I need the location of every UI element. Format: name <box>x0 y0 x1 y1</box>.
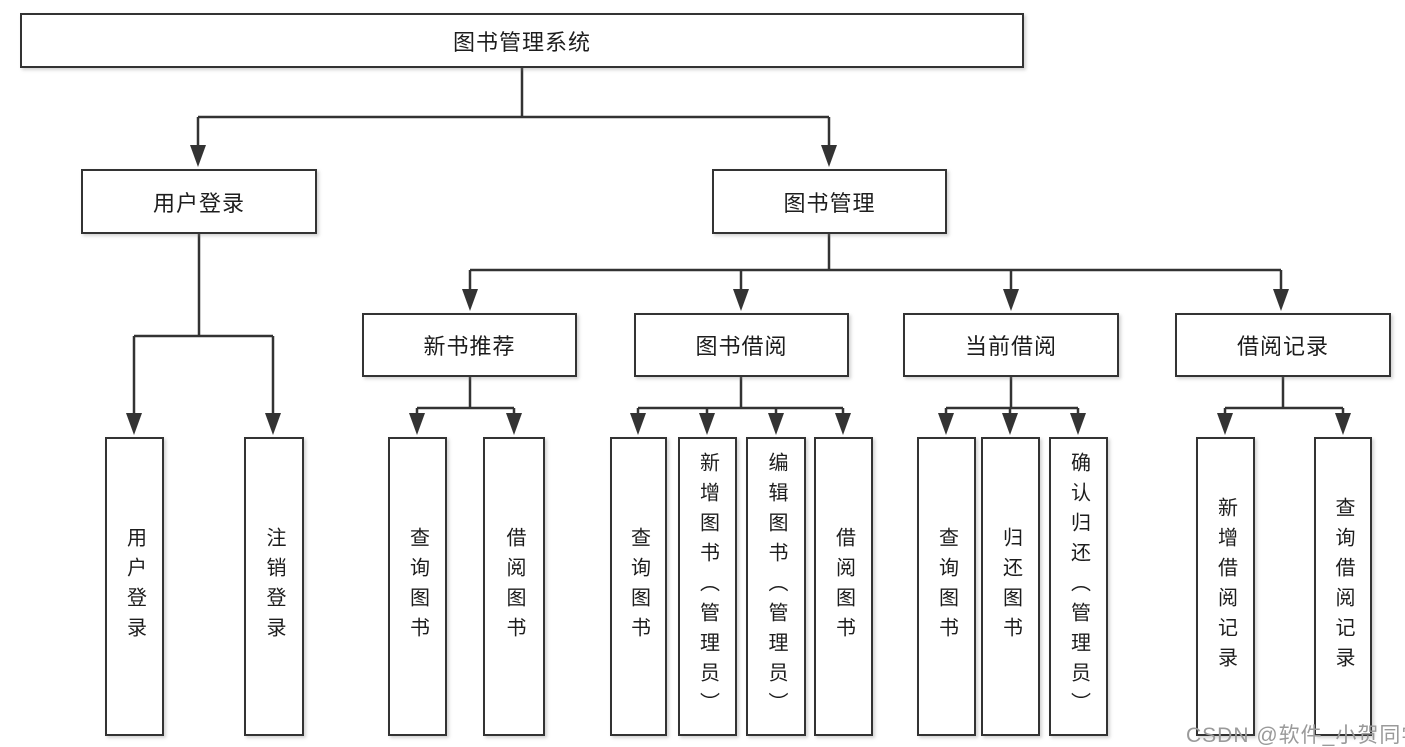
leaf-borrow-books-newbooks: 借阅图书 <box>483 437 545 736</box>
node-current-borrowing: 当前借阅 <box>903 313 1119 377</box>
connector-new-books-children <box>415 377 516 415</box>
node-book-borrowing-label: 图书借阅 <box>695 334 788 359</box>
node-current-borrowing-label: 当前借阅 <box>964 334 1057 359</box>
leaf-query-books-newbooks-label: 查询图书 <box>406 526 429 647</box>
leaf-add-book-admin-label: 新增图书（管理员） <box>696 451 719 722</box>
leaf-return-book-label: 归还图书 <box>999 526 1022 647</box>
leaf-borrow-books-borrowing: 借阅图书 <box>814 437 873 736</box>
leaf-borrow-books-borrowing-label: 借阅图书 <box>832 526 855 647</box>
leaf-add-borrow-record: 新增借阅记录 <box>1196 437 1255 736</box>
leaf-user-login: 用户登录 <box>105 437 164 736</box>
arrowheads-user-login <box>126 413 281 435</box>
arrowhead <box>409 413 425 435</box>
node-book-management-label: 图书管理 <box>783 190 876 216</box>
leaf-return-book: 归还图书 <box>981 437 1040 736</box>
node-root: 图书管理系统 <box>20 13 1024 68</box>
leaf-logout-label: 注销登录 <box>263 526 285 647</box>
connector-book-management-to-level3 <box>468 233 1283 291</box>
node-book-borrowing: 图书借阅 <box>634 313 849 377</box>
node-borrowing-records: 借阅记录 <box>1175 313 1391 377</box>
arrowheads-book-borrowing <box>630 413 851 435</box>
connector-current-borrowing-children <box>944 377 1080 415</box>
node-borrowing-records-label: 借阅记录 <box>1236 334 1329 359</box>
leaf-edit-book-admin: 编辑图书（管理员） <box>746 437 806 736</box>
arrowheads-current-borrowing <box>938 413 1086 435</box>
arrowhead <box>768 413 784 435</box>
connector-root-to-level2 <box>196 68 831 147</box>
arrowhead <box>630 413 646 435</box>
arrowhead <box>462 289 478 311</box>
leaf-query-books-newbooks: 查询图书 <box>388 437 447 736</box>
arrowhead <box>506 413 522 435</box>
arrowhead <box>733 289 749 311</box>
leaf-confirm-return-admin-label: 确认归还（管理员） <box>1067 451 1090 722</box>
node-root-label: 图书管理系统 <box>452 29 591 55</box>
arrowhead <box>1335 413 1351 435</box>
node-new-book-recommend: 新书推荐 <box>362 313 577 377</box>
leaf-logout: 注销登录 <box>244 437 304 736</box>
connector-book-borrowing-children <box>636 377 845 415</box>
arrowhead <box>126 413 142 435</box>
leaf-query-borrow-record: 查询借阅记录 <box>1314 437 1372 736</box>
arrowhead <box>1002 413 1018 435</box>
leaf-user-login-label: 用户登录 <box>123 526 146 647</box>
arrowheads-level3 <box>462 289 1289 311</box>
node-book-management: 图书管理 <box>712 169 947 234</box>
arrowhead <box>1217 413 1233 435</box>
arrowheads-borrowing-records <box>1217 413 1351 435</box>
arrowhead <box>821 145 837 167</box>
connector-borrowing-records-children <box>1223 377 1345 415</box>
arrowhead <box>1003 289 1019 311</box>
arrowheads-level2 <box>190 145 837 167</box>
arrowhead <box>190 145 206 167</box>
leaf-query-books-current-label: 查询图书 <box>935 526 958 647</box>
node-user-login-label: 用户登录 <box>152 190 245 216</box>
leaf-query-books-borrowing-label: 查询图书 <box>627 526 650 647</box>
arrowhead <box>1070 413 1086 435</box>
node-user-login: 用户登录 <box>81 169 317 234</box>
leaf-borrow-books-newbooks-label: 借阅图书 <box>503 526 525 647</box>
leaf-add-borrow-record-label: 新增借阅记录 <box>1214 496 1237 677</box>
arrowheads-new-books <box>409 413 522 435</box>
node-new-book-recommend-label: 新书推荐 <box>423 334 516 359</box>
leaf-query-books-current: 查询图书 <box>917 437 976 736</box>
arrowhead <box>835 413 851 435</box>
arrowhead <box>265 413 281 435</box>
csdn-watermark: CSDN @软件_小贺同学 <box>1186 724 1405 747</box>
arrowhead <box>938 413 954 435</box>
leaf-query-books-borrowing: 查询图书 <box>610 437 667 736</box>
leaf-add-book-admin: 新增图书（管理员） <box>678 437 737 736</box>
leaf-confirm-return-admin: 确认归还（管理员） <box>1049 437 1108 736</box>
arrowhead <box>1273 289 1289 311</box>
arrowhead <box>699 413 715 435</box>
leaf-query-borrow-record-label: 查询借阅记录 <box>1332 496 1354 677</box>
connector-user-login-children <box>132 234 275 415</box>
leaf-edit-book-admin-label: 编辑图书（管理员） <box>765 451 787 722</box>
